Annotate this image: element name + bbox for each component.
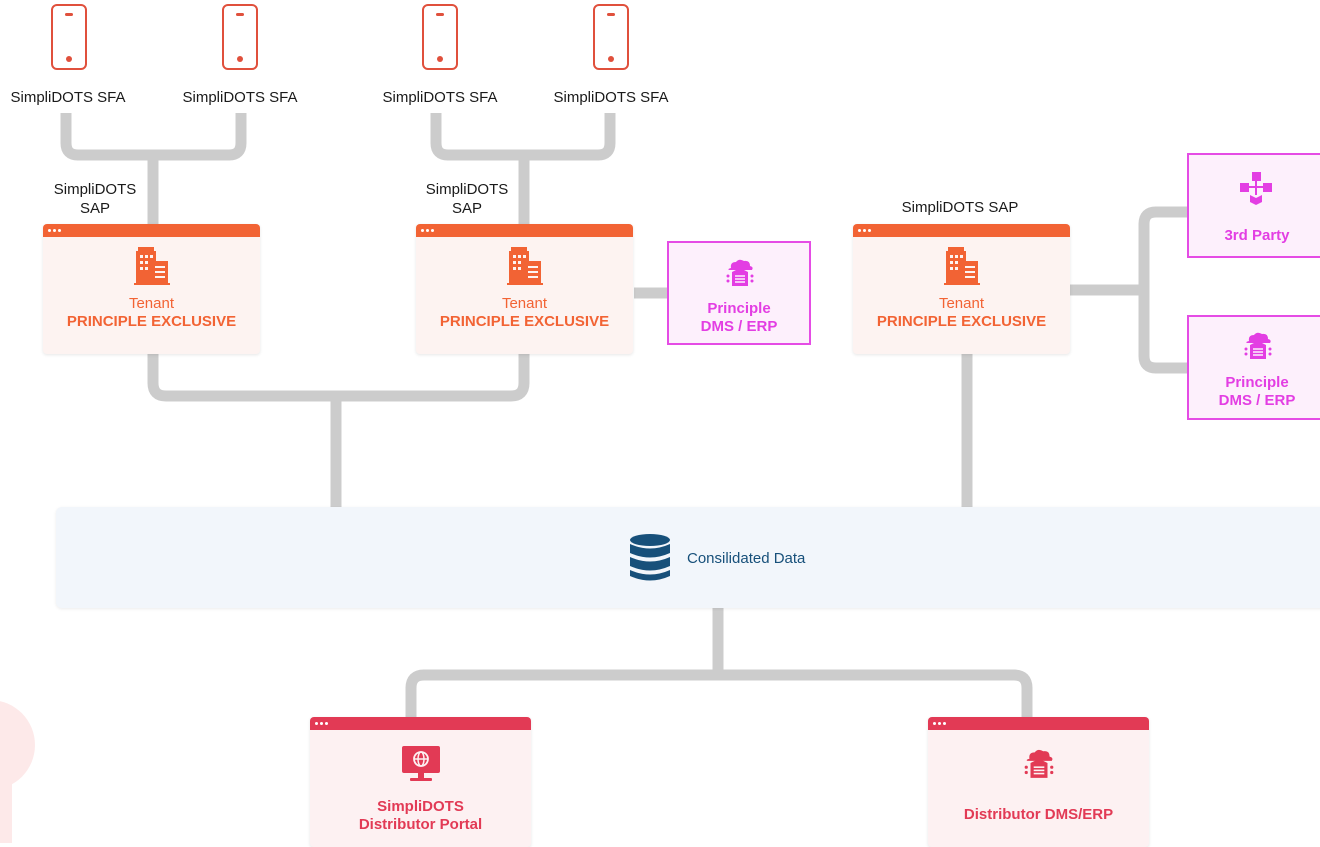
- tenant-card[interactable]: Tenant PRINCIPLE EXCLUSIVE: [43, 224, 260, 354]
- network-nodes-icon: [1240, 172, 1272, 205]
- sap-label-line1: SimpliDOTS: [425, 181, 509, 198]
- consolidated-data-label: Consilidated Data: [687, 550, 806, 567]
- principle-dms-erp-box[interactable]: Principle DMS / ERP: [667, 241, 811, 345]
- distributor-dms-label: Distributor DMS/ERP: [963, 806, 1114, 823]
- sap-label-line2: SAP: [451, 200, 482, 217]
- tenant-title: Tenant: [938, 295, 985, 312]
- device-label: SimpliDOTS SFA: [182, 89, 298, 106]
- building-icon: [506, 247, 543, 285]
- third-party-box[interactable]: 3rd Party: [1187, 153, 1320, 258]
- window-titlebar: [310, 717, 531, 730]
- smartphone-icon: [222, 4, 258, 70]
- window-titlebar: [928, 717, 1149, 730]
- distributor-dms-erp-card[interactable]: Distributor DMS/ERP: [928, 717, 1149, 847]
- principle-dms-erp-box[interactable]: Principle DMS / ERP: [1187, 315, 1320, 420]
- smartphone-icon: [51, 4, 87, 70]
- tenant-card[interactable]: Tenant PRINCIPLE EXCLUSIVE: [416, 224, 633, 354]
- third-party-label: 3rd Party: [1224, 227, 1290, 244]
- monitor-globe-icon: [401, 746, 440, 781]
- principle-line2: DMS / ERP: [700, 318, 778, 335]
- cloud-warehouse-icon: [1244, 332, 1272, 359]
- smartphone-icon: [593, 4, 629, 70]
- cloud-warehouse-icon: [726, 259, 754, 286]
- distributor-portal-card[interactable]: SimpliDOTS Distributor Portal: [310, 717, 531, 847]
- sap-label-line2: SAP: [79, 200, 110, 217]
- portal-subtitle: Distributor Portal: [358, 816, 483, 833]
- sap-label-line1: SimpliDOTS SAP: [901, 199, 1019, 216]
- tenant-subtitle: PRINCIPLE EXCLUSIVE: [439, 313, 610, 330]
- window-titlebar: [43, 224, 260, 237]
- device-label: SimpliDOTS SFA: [10, 89, 126, 106]
- sap-label: SimpliDOTS SAP: [40, 180, 150, 218]
- cloud-warehouse-icon: [1024, 749, 1053, 778]
- window-titlebar: [416, 224, 633, 237]
- portal-title: SimpliDOTS: [377, 798, 464, 815]
- tenant-subtitle: PRINCIPLE EXCLUSIVE: [66, 313, 237, 330]
- building-icon: [133, 247, 170, 285]
- tenant-title: Tenant: [128, 295, 175, 312]
- sap-label: SimpliDOTS SAP: [890, 198, 1030, 217]
- window-titlebar: [853, 224, 1070, 237]
- consolidated-data-panel[interactable]: Consilidated Data: [56, 507, 1320, 608]
- tenant-subtitle: PRINCIPLE EXCLUSIVE: [876, 313, 1047, 330]
- device-label: SimpliDOTS SFA: [553, 89, 669, 106]
- tenant-title: Tenant: [501, 295, 548, 312]
- building-icon: [943, 247, 980, 285]
- database-icon: [630, 534, 670, 581]
- principle-line2: DMS / ERP: [1218, 392, 1296, 409]
- principle-line1: Principle: [1225, 374, 1289, 391]
- device-label: SimpliDOTS SFA: [382, 89, 498, 106]
- sap-label: SimpliDOTS SAP: [412, 180, 522, 218]
- smartphone-icon: [422, 4, 458, 70]
- tenant-card[interactable]: Tenant PRINCIPLE EXCLUSIVE: [853, 224, 1070, 354]
- principle-line1: Principle: [707, 300, 771, 317]
- watermark-logo: [0, 701, 35, 843]
- sap-label-line1: SimpliDOTS: [53, 181, 137, 198]
